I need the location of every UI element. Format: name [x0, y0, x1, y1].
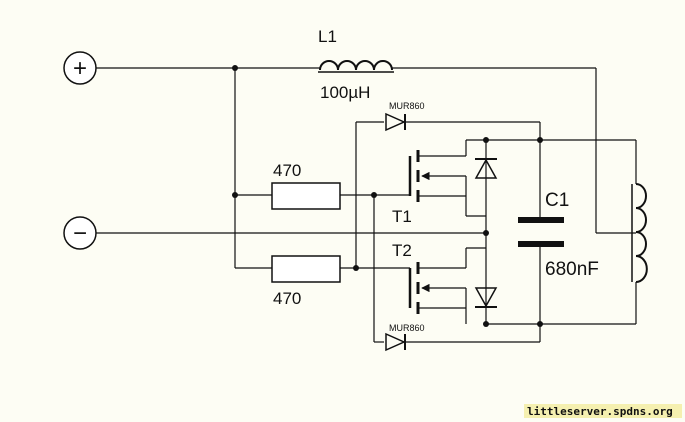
negative-terminal: −	[63, 216, 97, 250]
resistor-bottom: 470	[271, 255, 341, 308]
work-coil	[631, 183, 648, 283]
resistor-top: 470	[271, 161, 341, 210]
t1-body-diode	[474, 158, 498, 179]
capacitor-c1: C1 680nF	[518, 190, 599, 280]
mosfet-t2: T2	[392, 241, 466, 314]
diode-top-value: MUR860	[389, 101, 425, 111]
resistor-bottom-value: 470	[273, 289, 301, 308]
t2-name: T2	[392, 241, 412, 260]
l1-value: 100µH	[320, 83, 370, 102]
positive-terminal-symbol: +	[73, 55, 87, 82]
wires	[96, 67, 637, 343]
diode-bottom: MUR860	[385, 323, 425, 352]
negative-terminal-symbol: −	[73, 220, 87, 247]
diode-top: MUR860	[385, 101, 425, 132]
watermark-text: littleserver.spdns.org	[527, 405, 673, 418]
mosfet-t1: T1	[392, 150, 466, 226]
l1-name: L1	[318, 27, 337, 46]
t2-body-diode	[474, 287, 498, 308]
positive-terminal: +	[63, 51, 97, 85]
junction-dots	[232, 65, 543, 327]
watermark: littleserver.spdns.org	[524, 404, 682, 418]
inductor-l1: L1 100µH	[318, 27, 394, 102]
c1-value: 680nF	[545, 259, 599, 280]
diode-bottom-value: MUR860	[389, 323, 425, 333]
resistor-top-value: 470	[273, 161, 301, 180]
c1-name: C1	[545, 190, 569, 211]
t1-name: T1	[392, 207, 412, 226]
